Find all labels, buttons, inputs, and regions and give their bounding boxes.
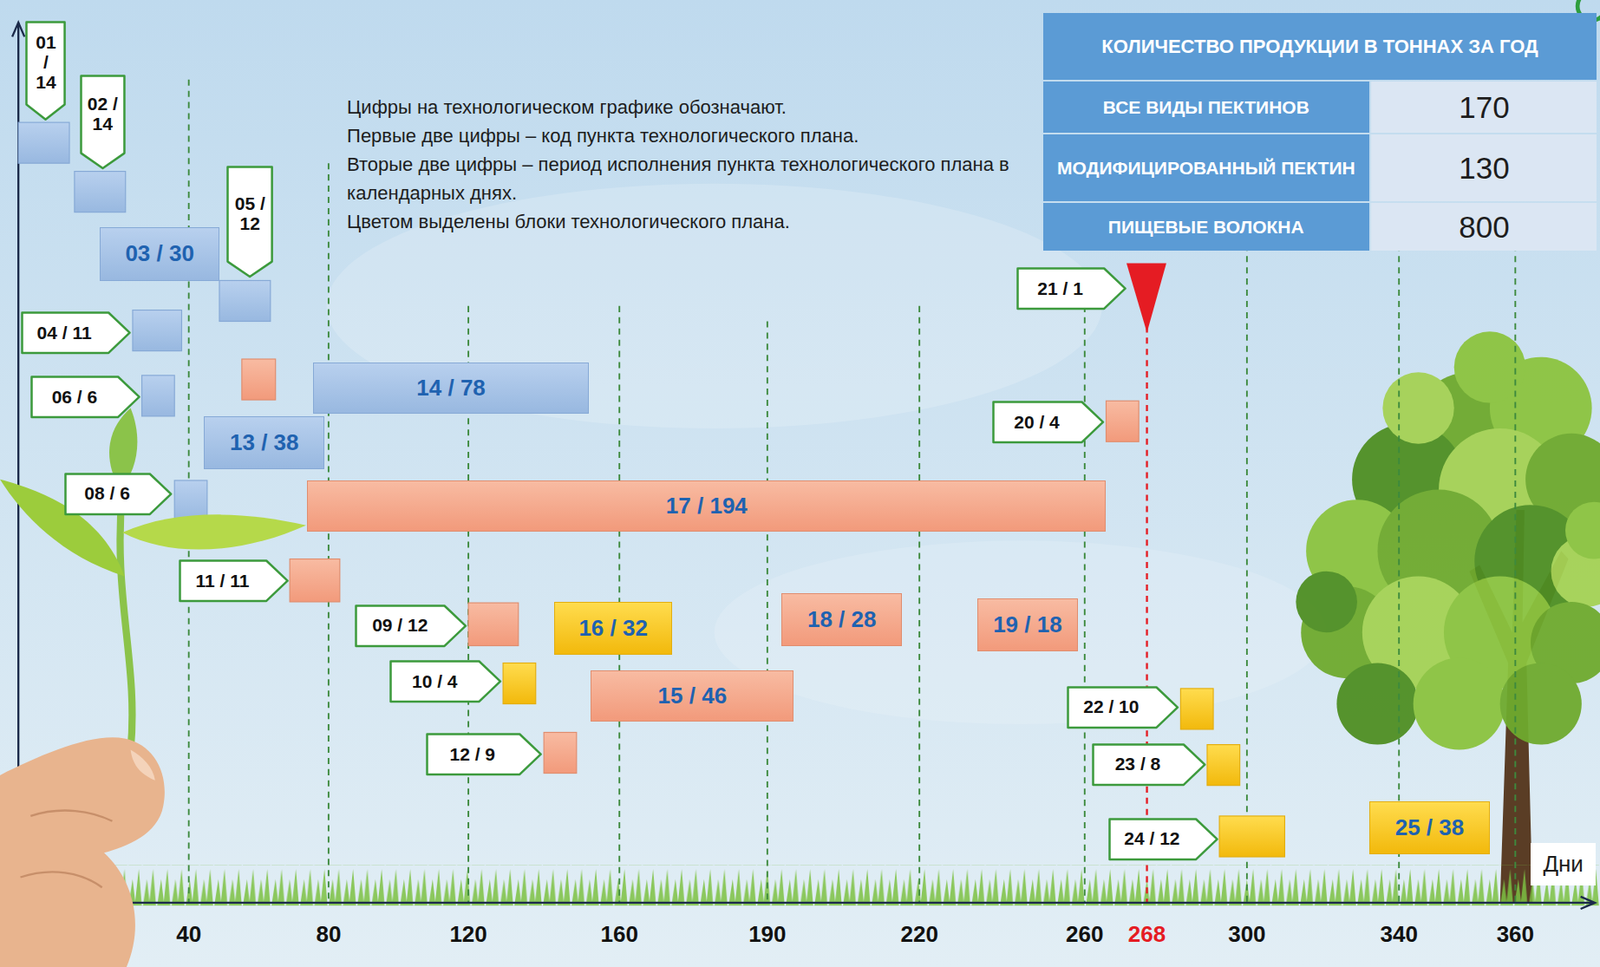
task-label: 13 / 38 [229,429,300,457]
task-callout: 09 / 12 [354,604,467,647]
task-label: 14 / 78 [416,374,486,402]
task-label: 05 / 12 [233,193,267,234]
callout-outline [80,75,125,168]
task-bar: 16 / 32 [554,601,673,655]
callout-outline [1017,268,1125,309]
table-cell: 170 [1371,81,1597,133]
callout-outline [21,312,130,353]
task-label: 15 / 46 [658,682,728,710]
axis-tick: 220 [890,914,948,955]
task-callout: 05 / 12 [226,165,274,278]
task-label: 02 / 14 [86,93,119,134]
table-cell: 800 [1371,202,1597,251]
callout-outline [1109,818,1217,859]
table-cell: 130 [1371,134,1597,201]
task-label: 19 / 18 [992,611,1063,639]
callout-outline [426,733,541,774]
task-label: 21 / 1 [1037,278,1084,300]
task-bar: 18 / 28 [781,593,902,647]
task-label: 04 / 11 [37,322,92,344]
callout-outline [391,661,501,702]
task-bar: 17 / 194 [306,480,1106,532]
axis-tick: 190 [738,914,797,955]
table-cell: ПИЩЕВЫЕ ВОЛОКНА [1043,202,1371,251]
task-label: 23 / 8 [1115,753,1162,775]
task-label: 03 / 30 [124,240,195,268]
callout-outline [26,21,66,119]
task-callout: 23 / 8 [1091,743,1207,786]
axis-tick: 80 [300,914,358,955]
note-text: Первые две цифры – код пункта технологич… [346,121,1021,151]
task-label: 11 / 11 [195,570,250,592]
task-label: 16 / 32 [578,614,648,642]
task-label: 01 / 14 [32,32,59,92]
task-callout: 12 / 9 [425,732,543,776]
task-label: 24 / 12 [1123,828,1180,849]
task-label: 25 / 38 [1395,814,1465,842]
task-callout: 08 / 6 [64,472,173,516]
axis-tick: 360 [1486,914,1544,955]
task-callout: 20 / 4 [992,400,1104,444]
callout-outline [32,377,140,418]
axis-tick: 300 [1218,914,1276,955]
callout-outline [179,560,288,601]
axis-tick: 260 [1056,914,1114,955]
callout-outline [356,605,466,646]
note-text: Цифры на технологическом графике обознач… [346,92,1021,122]
task-callout: 01 / 14 [25,20,66,121]
task-callout: 02 / 14 [79,74,126,170]
axis-tick: 160 [590,914,648,955]
task-label: 18 / 28 [807,606,877,634]
task-callout: 21 / 1 [1016,267,1127,310]
task-bar: 13 / 38 [203,416,325,470]
task-label: 12 / 9 [450,744,497,765]
task-callout: 22 / 10 [1066,685,1179,729]
task-callout: 04 / 11 [20,311,131,354]
table-cell: ВСЕ ВИДЫ ПЕКТИНОВ [1043,81,1371,133]
callout-outline [65,473,172,514]
axis-title: Дни [1530,842,1596,886]
task-bar: 03 / 30 [99,227,220,281]
axis-tick: 40 [160,914,218,955]
task-bar: 14 / 78 [313,362,589,414]
task-label: 20 / 4 [1013,411,1060,433]
axis-tick: 340 [1370,914,1428,955]
axis-tick: 268 [1118,914,1176,955]
task-bar: 25 / 38 [1369,801,1490,855]
table-cell: МОДИФИЦИРОВАННЫЙ ПЕКТИН [1043,134,1371,201]
task-label: 06 / 6 [52,386,98,408]
task-callout: 10 / 4 [389,659,502,703]
axis-tick: 120 [439,914,497,955]
task-label: 10 / 4 [411,671,458,693]
task-bar: 19 / 18 [977,598,1078,652]
table-header: КОЛИЧЕСТВО ПРОДУКЦИИ В ТОННАХ ЗА ГОД [1043,13,1598,79]
callout-outline [1093,744,1206,784]
task-label: 09 / 12 [372,614,428,636]
task-bar: 15 / 46 [590,670,794,722]
task-label: 08 / 6 [84,483,131,504]
callout-outline [1067,686,1177,727]
task-label: 17 / 194 [666,492,748,520]
note-text: Цветом выделены блоки технологического п… [346,207,1021,236]
task-callout: 24 / 12 [1108,817,1219,861]
note-text: Вторые две цифры – период исполнения пун… [346,150,1021,208]
callout-outline [992,402,1103,443]
task-callout: 06 / 6 [30,375,141,418]
task-label: 22 / 10 [1083,696,1139,718]
callout-outline [228,166,273,276]
task-callout: 11 / 11 [178,559,289,602]
